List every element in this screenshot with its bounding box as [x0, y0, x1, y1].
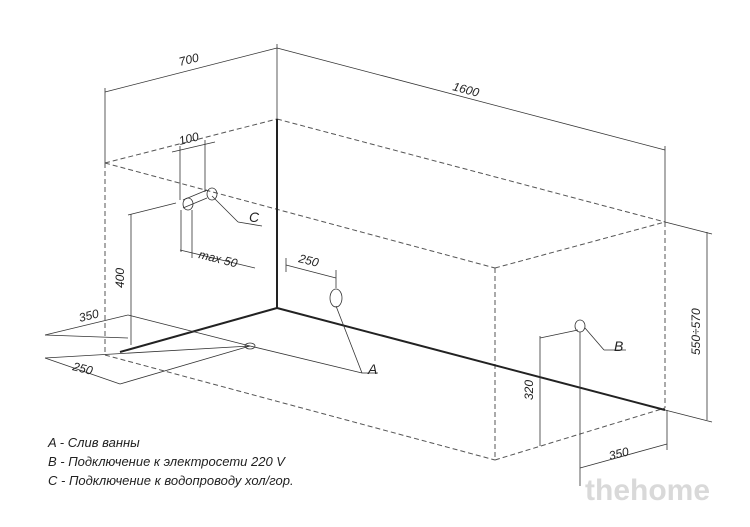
- dim-width-label: 700: [177, 50, 200, 69]
- dim-b-height-label: 320: [522, 380, 536, 400]
- dim-length: 1600: [276, 47, 666, 222]
- dim-total-height: 550÷570: [664, 221, 713, 423]
- dim-c-max-label: max 50: [197, 247, 239, 270]
- watermark: thehome: [585, 474, 710, 507]
- dim-left-offset-a-label: 350: [77, 306, 100, 325]
- dim-length-label: 1600: [451, 79, 481, 100]
- dim-c-height-label: 400: [113, 268, 127, 288]
- dim-total-height-label: 550÷570: [689, 308, 703, 355]
- water-connection-c: 100 max 50 C 400: [113, 129, 263, 345]
- dim-drain-offset-label: 250: [296, 251, 320, 270]
- dim-c-spacing-label: 100: [177, 129, 200, 148]
- pipe-hot-icon: [206, 187, 218, 201]
- dim-left-offset-b-label: 250: [70, 359, 94, 378]
- legend-item-c: C - Подключение к водопроводу хол/гор.: [48, 473, 294, 488]
- dim-b-offset-label: 350: [607, 444, 630, 463]
- legend-item-b: B - Подключение к электросети 220 V: [48, 454, 286, 469]
- label-b: B: [614, 338, 623, 354]
- dim-width: 700: [104, 44, 278, 163]
- legend-item-a: A - Слив ванны: [47, 435, 140, 450]
- electrical-b: 320 350 B: [522, 319, 668, 486]
- drain-icon: [329, 288, 343, 308]
- dim-left-offsets: 350 250: [44, 306, 256, 385]
- wall-floor-lines: [119, 119, 666, 411]
- drain-a: 250 A: [249, 251, 378, 377]
- label-c: C: [249, 209, 260, 225]
- legend: A - Слив ванны B - Подключение к электро…: [47, 435, 294, 488]
- label-a: A: [367, 361, 377, 377]
- bathtub-outline-dashed: [104, 118, 666, 461]
